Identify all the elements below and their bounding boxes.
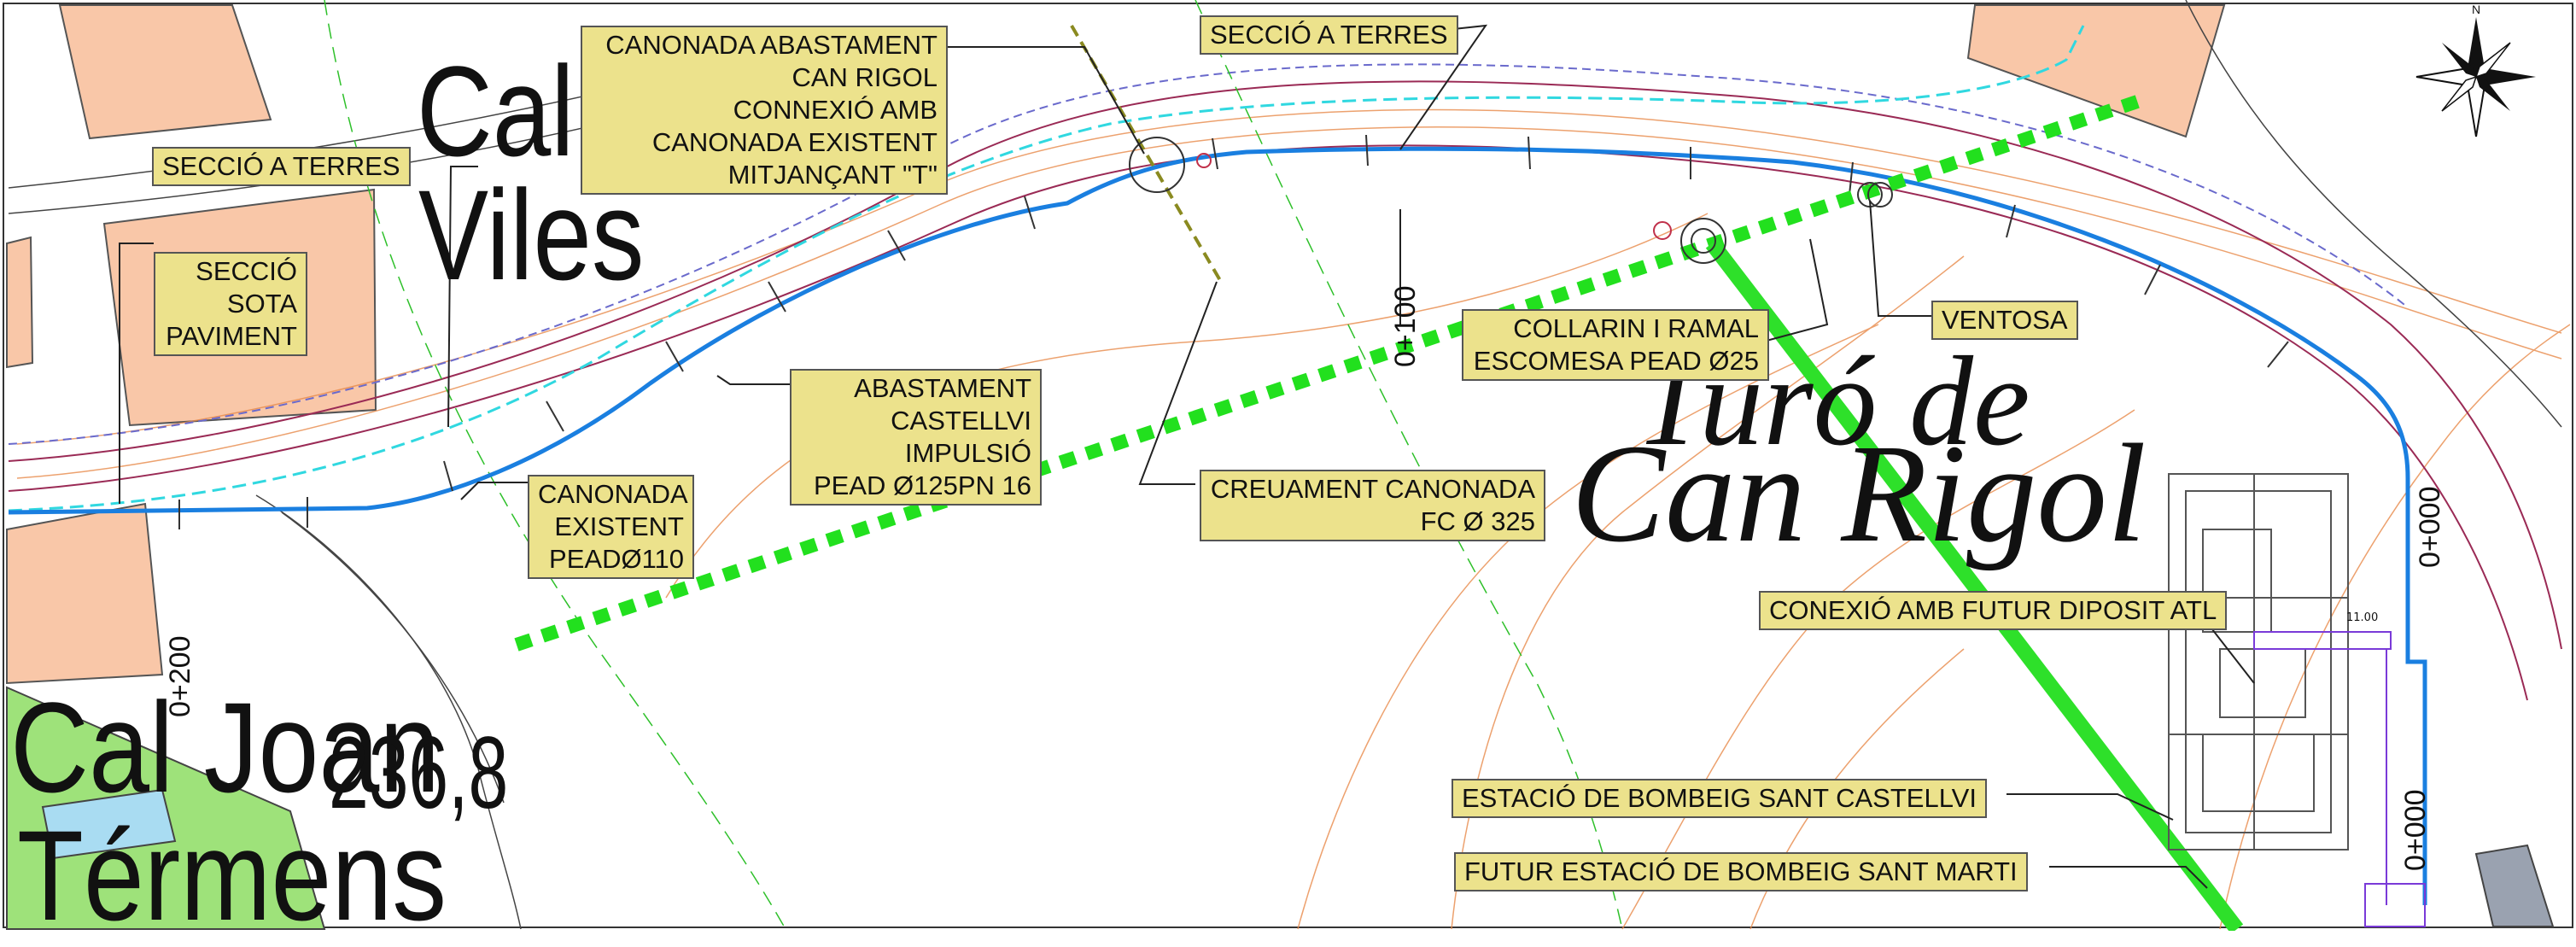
water-area — [41, 788, 177, 860]
chainage-ticks — [178, 134, 2289, 529]
callout-seccio-terres-top: SECCIÓ A TERRES — [1200, 15, 1458, 55]
leader-lines — [119, 24, 2255, 889]
hydrant-symbols — [1196, 153, 1672, 240]
callout-estacio-castellvi: ESTACIÓ DE BOMBEIG SANT CASTELLVI — [1452, 779, 1987, 818]
callout-abastament-castellvi: ABASTAMENT CASTELLVI IMPULSIÓ PEAD Ø125P… — [790, 369, 1042, 506]
callout-seccio-terres-left: SECCIÓ A TERRES — [152, 147, 411, 186]
place-turo-2: Can Rigol — [1571, 415, 2147, 571]
building-top-left — [58, 4, 272, 140]
north-label: N — [2472, 3, 2480, 16]
callout-canonada-existent: CANONADA EXISTENT PEADØ110 — [528, 475, 694, 579]
chainage-0-200: 0+200 — [164, 635, 196, 718]
pump-station-drawing — [2168, 473, 2555, 927]
callout-ventosa: VENTOSA — [1931, 301, 2078, 340]
callout-creuament: CREUAMENT CANONADA FC Ø 325 — [1200, 470, 1545, 541]
chainage-0-000-a: 0+000 — [2414, 486, 2446, 569]
chainage-0-100: 0+100 — [1389, 285, 1422, 368]
callout-seccio-sota-paviment: SECCIÓ SOTA PAVIMENT — [154, 252, 307, 356]
callout-canonada-abastament: CANONADA ABASTAMENT CAN RIGOL CONNEXIÓ A… — [581, 26, 948, 195]
chainage-0-000-b: 0+000 — [2399, 789, 2432, 872]
callout-collarin: COLLARIN I RAMAL ESCOMESA PEAD Ø25 — [1462, 309, 1769, 381]
building-left-edge — [6, 236, 34, 369]
map-frame — [3, 3, 2573, 928]
place-termens: Térmens — [17, 804, 447, 947]
callout-futur-estacio: FUTUR ESTACIÓ DE BOMBEIG SANT MARTI — [1454, 852, 2028, 891]
building-cal-joan — [6, 502, 164, 685]
existing-pipe-line — [8, 25, 2085, 512]
place-cal-joan: Cal Joan — [10, 675, 441, 819]
valve-symbols — [1129, 137, 1893, 264]
green-dotted-line — [514, 91, 2150, 652]
green-solid-line — [1705, 238, 2244, 931]
dimension-label: 11.00 — [2346, 611, 2378, 624]
north-arrow-icon: N — [2415, 3, 2536, 137]
elevation-label: 236,8 — [329, 716, 509, 830]
building-top-right — [1966, 4, 2226, 138]
place-cal-viles-1: Cal — [417, 39, 575, 183]
callout-conexio-diposit: CONEXIÓ AMB FUTUR DIPOSIT ATL — [1759, 591, 2228, 630]
main-pipe-line — [8, 146, 2427, 905]
